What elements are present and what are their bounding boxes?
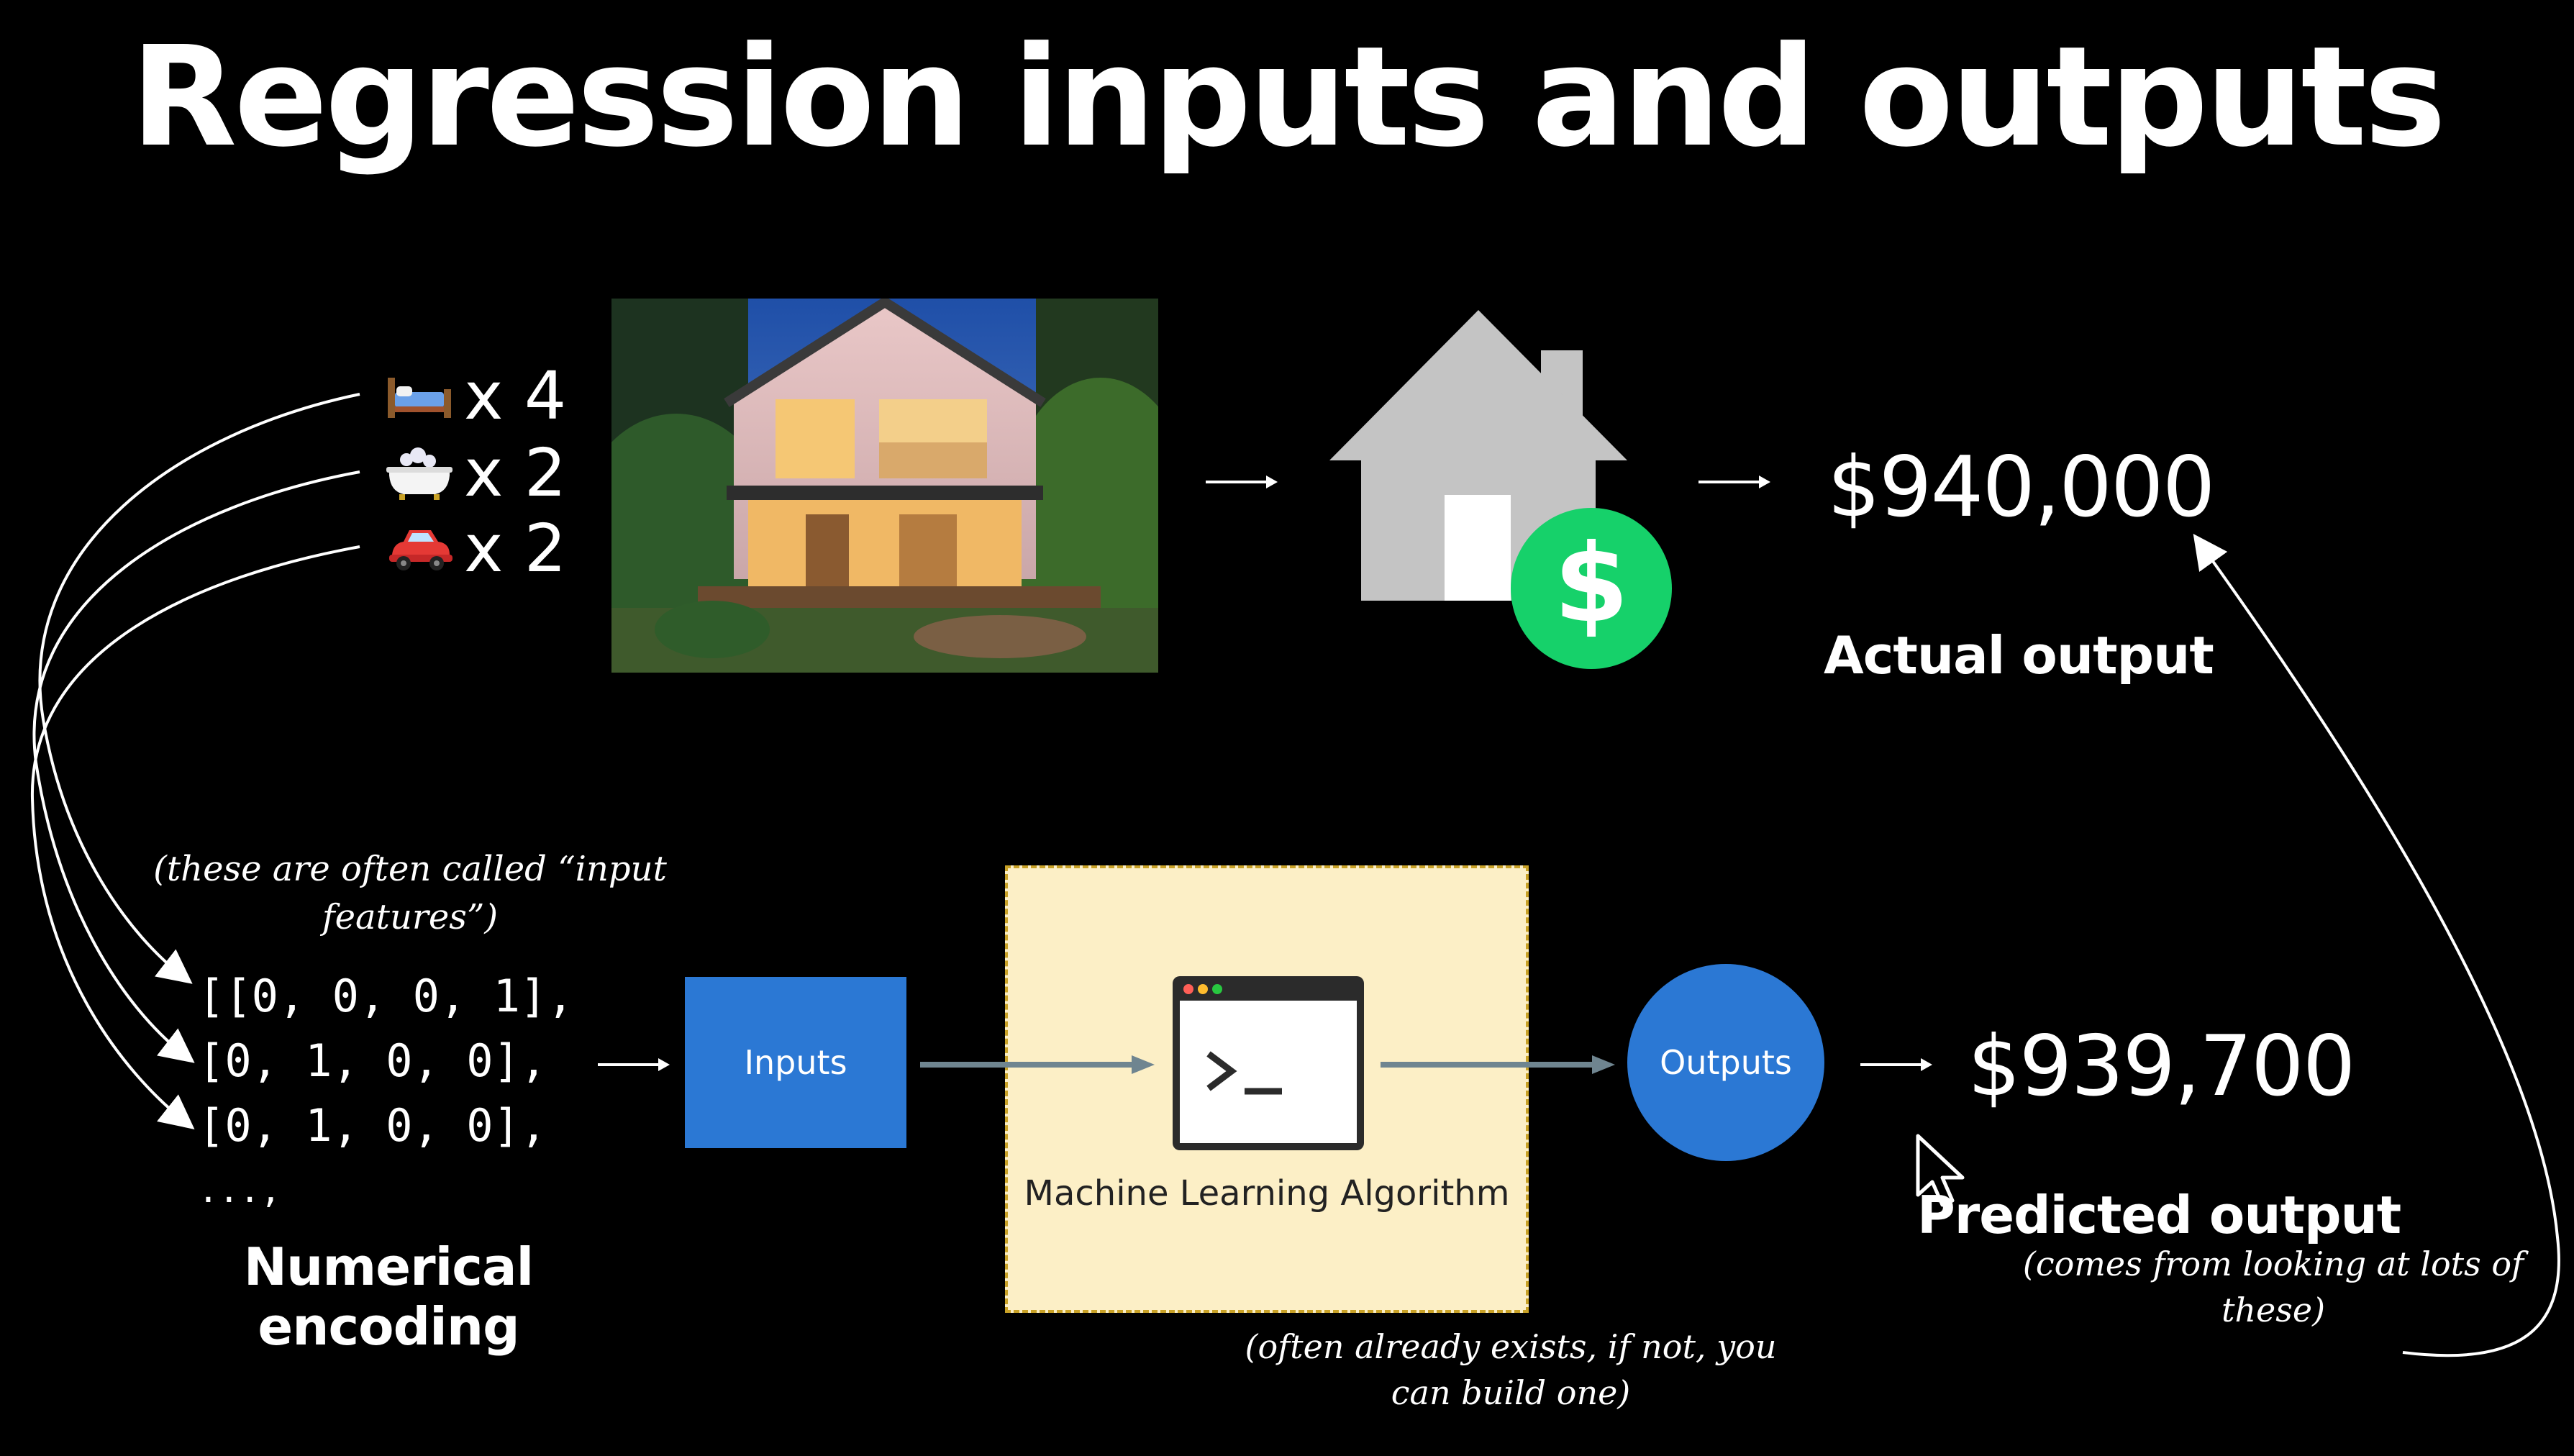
feature-garage: x 2 bbox=[385, 509, 567, 587]
arrow-inputs-to-algorithm bbox=[920, 1055, 1155, 1074]
predicted-output-label: Predicted output bbox=[1917, 1185, 2401, 1245]
bed-icon bbox=[385, 370, 454, 421]
house-photo bbox=[576, 296, 1194, 673]
mouse-cursor-icon bbox=[1916, 1134, 1965, 1207]
predicted-output-note: (comes from looking at lots of these) bbox=[2022, 1245, 2524, 1330]
inputs-box: Inputs bbox=[685, 977, 906, 1148]
car-icon bbox=[385, 523, 454, 573]
arrow-outputs-to-price bbox=[1860, 1058, 1932, 1071]
predicted-price: $939,700 bbox=[1968, 1018, 2355, 1115]
svg-text:$: $ bbox=[1554, 522, 1629, 647]
feature-bedrooms-count: x 4 bbox=[464, 357, 567, 434]
bathtub-icon bbox=[385, 444, 454, 501]
feature-bathrooms: x 2 bbox=[385, 434, 567, 511]
feature-bathrooms-count: x 2 bbox=[464, 434, 567, 511]
encoding-row-3: [0, 1, 0, 0], bbox=[198, 1099, 547, 1152]
encoding-row-1: [[0, 0, 0, 1], bbox=[198, 970, 574, 1022]
algorithm-note: (often already exists, if not, you can b… bbox=[1245, 1327, 1777, 1413]
arrow-house-to-price bbox=[1698, 476, 1770, 488]
inputs-label: Inputs bbox=[744, 1043, 847, 1082]
input-features-note: (these are often called “input features”… bbox=[153, 849, 667, 938]
house-dollar-icon: $ bbox=[1324, 306, 1683, 680]
outputs-circle: Outputs bbox=[1627, 964, 1824, 1161]
arrow-encoding-to-inputs bbox=[598, 1058, 670, 1071]
encoding-row-ellipsis: ..., bbox=[198, 1170, 281, 1211]
slide-title: Regression inputs and outputs bbox=[130, 17, 2447, 178]
outputs-label: Outputs bbox=[1660, 1043, 1792, 1082]
terminal-icon bbox=[1173, 976, 1364, 1150]
arrow-algorithm-to-outputs bbox=[1381, 1055, 1615, 1074]
actual-output-label: Actual output bbox=[1824, 625, 2214, 686]
numerical-encoding-label: Numerical encoding bbox=[243, 1237, 535, 1357]
feature-garage-count: x 2 bbox=[464, 509, 567, 587]
ml-algorithm-label: Machine Learning Algorithm bbox=[1024, 1173, 1510, 1214]
encoding-row-2: [0, 1, 0, 0], bbox=[198, 1034, 547, 1087]
feature-bedrooms: x 4 bbox=[385, 357, 567, 434]
arrow-photo-to-house bbox=[1206, 476, 1278, 488]
actual-price: $940,000 bbox=[1827, 439, 2215, 536]
